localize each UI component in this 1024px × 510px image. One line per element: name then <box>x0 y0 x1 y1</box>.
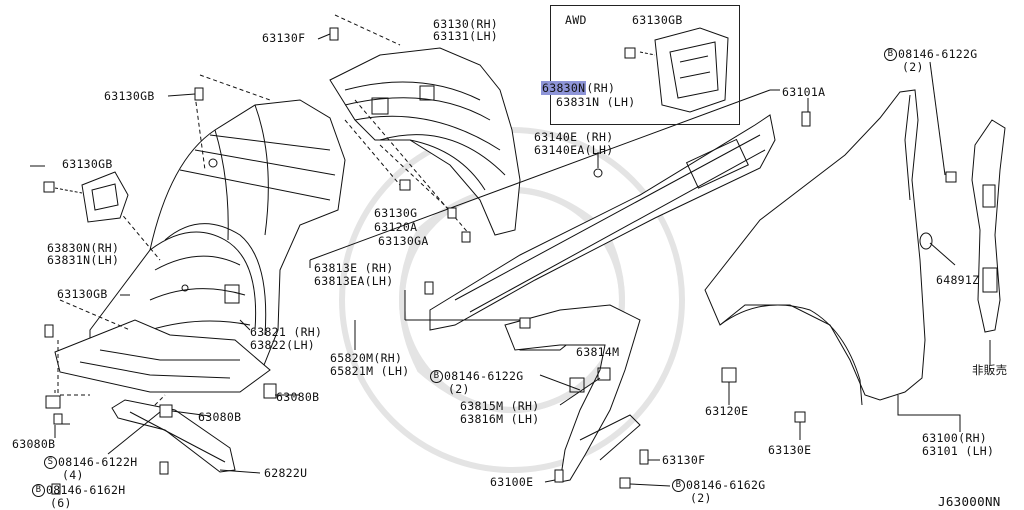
label-63140EA-lh[interactable]: 63140EA(LH) <box>534 143 614 157</box>
label-63101-lh[interactable]: 63101 (LH) <box>922 444 995 458</box>
label-08146-6122H-code: 08146-6122H <box>58 455 138 469</box>
awd-title: AWD <box>565 13 587 27</box>
label-not-for-sale: 非販売 <box>972 363 1008 377</box>
left-bracket <box>55 172 128 222</box>
label-63814M[interactable]: 63814M <box>576 345 620 359</box>
circle-b-icon: B <box>32 484 45 497</box>
label-63830N-rh[interactable]: 63830N(RH) <box>47 241 120 255</box>
label-63140E-rh[interactable]: 63140E (RH) <box>534 130 614 144</box>
label-63130GA[interactable]: 63130GA <box>378 234 429 248</box>
under-tray <box>55 320 270 392</box>
label-63130F-top[interactable]: 63130F <box>262 31 306 45</box>
label-63101A[interactable]: 63101A <box>782 85 826 99</box>
label-63130E[interactable]: 63130E <box>768 443 812 457</box>
label-63130GB-c[interactable]: 63130GB <box>57 287 108 301</box>
front-fender <box>705 90 955 405</box>
highlight-63830N[interactable]: 63830N <box>541 81 587 95</box>
label-63080B-a[interactable]: 63080B <box>276 390 320 404</box>
label-63120E[interactable]: 63120E <box>705 404 749 418</box>
label-63130F-bottom[interactable]: 63130F <box>662 453 706 467</box>
label-63831N-lh-awd[interactable]: 63831N (LH) <box>556 95 636 109</box>
circle-b-icon: B <box>430 370 443 383</box>
awd-inset-box <box>550 5 740 125</box>
label-08146-6162H-code: 08146-6162H <box>46 483 126 497</box>
fender-rear-bracket <box>972 120 1005 365</box>
drawing-number: J63000NN <box>938 494 1001 509</box>
label-63131-lh[interactable]: 63131(LH) <box>433 29 499 43</box>
fasteners <box>44 28 956 494</box>
label-63130G[interactable]: 63130G <box>374 206 418 220</box>
label-63821-rh[interactable]: 63821 (RH) <box>250 325 323 339</box>
label-63813E-rh[interactable]: 63813E (RH) <box>314 261 394 275</box>
circle-b-icon: B <box>884 48 897 61</box>
circle-b-icon: B <box>672 479 685 492</box>
label-63813EA-lh[interactable]: 63813EA(LH) <box>314 274 394 288</box>
label-62822U[interactable]: 62822U <box>264 466 308 480</box>
label-63830N-rh-awd[interactable]: 63830N(RH) <box>541 81 616 95</box>
leader-lines <box>30 34 960 486</box>
label-63130GB-a[interactable]: 63130GB <box>104 89 155 103</box>
label-08146-6122G-top-qty: (2) <box>902 60 924 74</box>
awd-bracket <box>640 28 728 112</box>
label-08146-6162G-qty: (2) <box>690 491 712 505</box>
label-08146-6122H-qty: (4) <box>62 468 84 482</box>
label-08146-6122G-mid-qty: (2) <box>448 382 470 396</box>
label-63100-rh[interactable]: 63100(RH) <box>922 431 988 445</box>
label-63080B-b[interactable]: 63080B <box>198 410 242 424</box>
circle-s-icon: S <box>44 456 57 469</box>
label-08146-6122G-mid-code: 08146-6122G <box>444 369 524 383</box>
label-64891Z[interactable]: 64891Z <box>936 273 980 287</box>
label-65820M-rh[interactable]: 65820M(RH) <box>330 351 403 365</box>
label-63130GB-awd[interactable]: 63130GB <box>632 13 683 27</box>
label-63120A[interactable]: 63120A <box>374 220 418 234</box>
label-63100E[interactable]: 63100E <box>490 475 534 489</box>
inner-fender-liner-front <box>90 100 345 390</box>
label-08146-6122G-top-code: 08146-6122G <box>898 47 978 61</box>
inner-fender-liner-rear <box>330 48 520 235</box>
label-63822-lh[interactable]: 63822(LH) <box>250 338 316 352</box>
label-63130GB-b[interactable]: 63130GB <box>62 157 113 171</box>
label-63130-rh[interactable]: 63130(RH) <box>433 17 499 31</box>
label-65821M-lh[interactable]: 65821M (LH) <box>330 364 410 378</box>
label-63816M-lh[interactable]: 63816M (LH) <box>460 412 540 426</box>
label-63080B-c[interactable]: 63080B <box>12 437 56 451</box>
label-63815M-rh[interactable]: 63815M (RH) <box>460 399 540 413</box>
label-08146-6162H-qty: (6) <box>50 496 72 510</box>
lower-rail <box>112 400 235 472</box>
label-08146-6162G-code: 08146-6162G <box>686 478 766 492</box>
label-63830N-side: (RH) <box>586 81 616 95</box>
label-63831N-lh[interactable]: 63831N(LH) <box>47 253 120 267</box>
splash-shield <box>505 305 640 482</box>
